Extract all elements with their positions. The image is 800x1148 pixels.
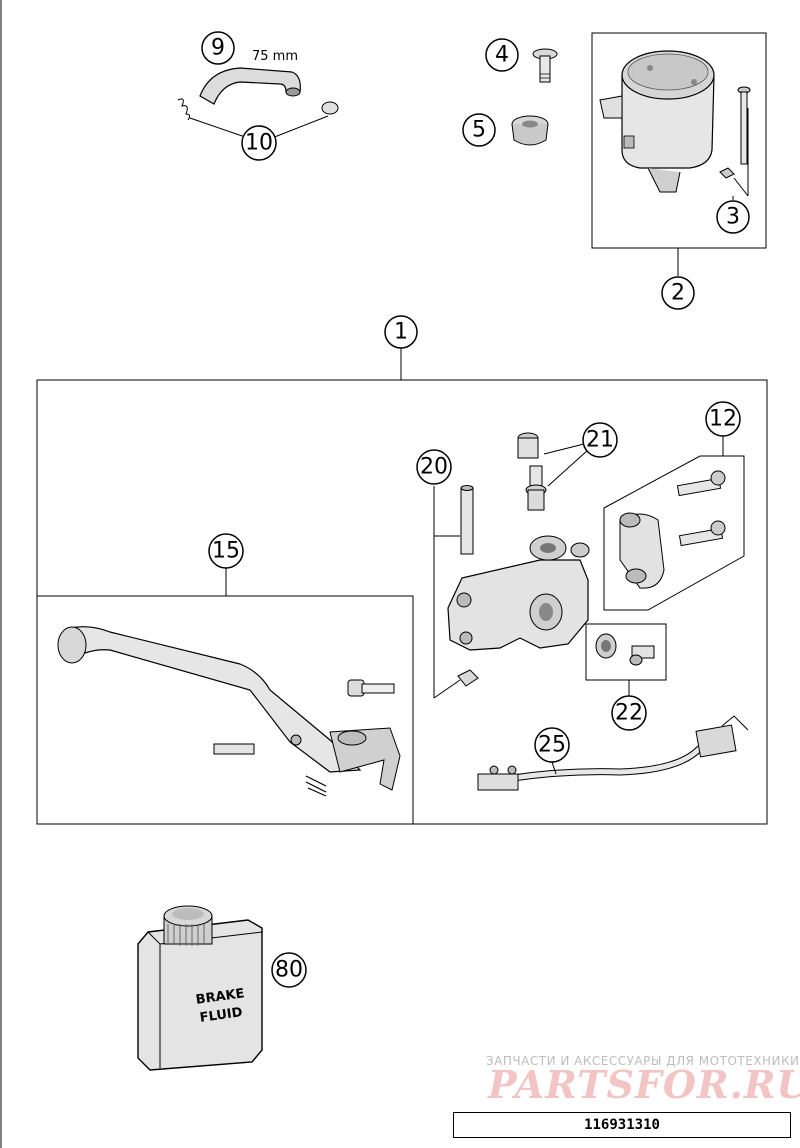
callout-20-label: 20 [420, 455, 448, 480]
callout-4: 4 [485, 38, 519, 72]
callout-25-label: 25 [538, 733, 566, 758]
watermark-line2: PARTSFOR.RU [487, 1062, 800, 1107]
brake-fluid-can: BRAKE FLUID [137, 905, 263, 1071]
watermark-line1: ЗАПЧАСТИ И АКСЕССУАРЫ ДЛЯ МОТОТЕХНИКИ [486, 1054, 800, 1068]
assembly-box [36, 379, 768, 825]
callout-9-label: 9 [211, 36, 225, 61]
callout-2-label: 2 [671, 281, 685, 306]
callout-3: 3 [716, 200, 750, 234]
lever-illustration [57, 626, 401, 797]
callout-1: 1 [384, 315, 418, 349]
callout-15-label: 15 [212, 539, 240, 564]
pin-illustration [433, 485, 479, 699]
document-number: 116931310 [453, 1112, 791, 1138]
callout-10-label: 10 [245, 131, 273, 156]
callout-5-label: 5 [472, 118, 486, 143]
callout-10: 10 [241, 125, 277, 161]
callout-3-label: 3 [726, 205, 740, 230]
callout-25: 25 [534, 727, 570, 763]
master-cylinder-assembly: 1 15 [36, 315, 768, 825]
fluid-label-line1: BRAKE [195, 986, 246, 1008]
callout-80: 80 [271, 952, 307, 988]
fitting-group-22 [585, 623, 667, 696]
hose-group: 75 mm 9 10 [177, 31, 339, 161]
screw-illustration [719, 86, 751, 197]
callout-12-label: 12 [709, 407, 737, 432]
bleeder-fittings [517, 432, 589, 511]
reservoir-box [591, 32, 767, 249]
watermark: ЗАПЧАСТИ И АКСЕССУАРЫ ДЛЯ МОТОТЕХНИКИ PA… [486, 1054, 800, 1107]
master-cylinder-body [447, 535, 590, 651]
callout-22-label: 22 [615, 701, 643, 726]
callout-80-label: 80 [275, 958, 303, 983]
callout-21-label: 21 [586, 428, 614, 453]
lever-box [36, 595, 414, 825]
callout-4-label: 4 [495, 43, 509, 68]
reservoir-group: 2 3 [591, 32, 767, 310]
callout-2: 2 [661, 276, 695, 310]
clamp-group [603, 436, 745, 611]
hose-length-label: 75 mm [252, 49, 298, 64]
callout-20: 20 [416, 449, 452, 485]
fluid-label-line2: FLUID [199, 1005, 244, 1026]
cap-screw-and-bellows: 4 5 [462, 38, 558, 147]
callout-22: 22 [611, 695, 647, 731]
callout-21: 21 [582, 422, 618, 458]
callout-5: 5 [462, 113, 496, 147]
brake-light-switch [477, 715, 749, 791]
fitting-box [585, 623, 667, 681]
callout-9: 9 [201, 31, 235, 65]
callout-15: 15 [208, 533, 244, 569]
callout-12: 12 [705, 401, 741, 437]
reservoir-illustration [599, 50, 715, 193]
callout-1-label: 1 [394, 320, 408, 345]
